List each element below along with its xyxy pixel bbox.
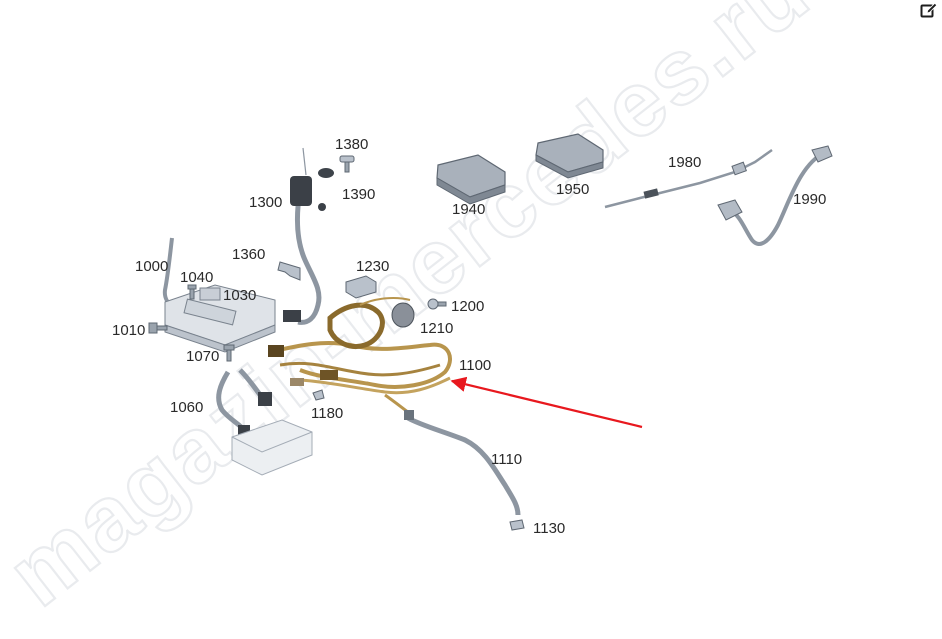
part-1300-cable[interactable]	[283, 147, 326, 325]
callout-1360[interactable]: 1360	[232, 246, 265, 263]
part-1230-relay[interactable]	[345, 275, 377, 299]
part-1180-fastener[interactable]	[312, 389, 325, 401]
callout-1010[interactable]: 1010	[112, 322, 145, 339]
part-1010-screw[interactable]	[148, 322, 168, 334]
callout-1060[interactable]: 1060	[170, 399, 203, 416]
part-1990-cable[interactable]	[717, 145, 833, 246]
callout-1100[interactable]: 1100	[459, 357, 491, 374]
callout-1380[interactable]: 1380	[335, 136, 368, 153]
part-1940-cover[interactable]	[436, 154, 506, 205]
callout-1390[interactable]: 1390	[342, 186, 375, 203]
callout-1300[interactable]: 1300	[249, 194, 282, 211]
edit-icon[interactable]	[920, 2, 938, 20]
callout-1130[interactable]: 1130	[533, 520, 565, 537]
callout-1180[interactable]: 1180	[311, 405, 343, 422]
battery-block[interactable]	[231, 419, 313, 476]
callout-1040[interactable]: 1040	[180, 269, 213, 286]
part-1070-screw[interactable]	[223, 344, 235, 362]
part-1980-cable[interactable]	[604, 148, 773, 209]
part-1100-main-harness[interactable]	[268, 296, 452, 417]
callout-1110[interactable]: 1110	[491, 451, 522, 468]
callout-1200[interactable]: 1200	[451, 298, 484, 315]
part-1210-cap[interactable]	[391, 302, 415, 328]
callout-1230[interactable]: 1230	[356, 258, 389, 275]
callout-1950[interactable]: 1950	[556, 181, 589, 198]
callout-1940[interactable]: 1940	[452, 201, 485, 218]
callout-1070[interactable]: 1070	[186, 348, 219, 365]
callout-1030[interactable]: 1030	[223, 287, 256, 304]
edit-icon-glyph	[920, 2, 938, 18]
callout-1210[interactable]: 1210	[420, 320, 453, 337]
callout-1980[interactable]: 1980	[668, 154, 701, 171]
part-1030-control-unit[interactable]	[164, 284, 276, 353]
part-1130-clip[interactable]	[509, 519, 525, 531]
part-1950-cover[interactable]	[535, 133, 604, 179]
part-1380-screw[interactable]	[339, 155, 355, 173]
callout-1000[interactable]: 1000	[135, 258, 168, 275]
part-1200-screw[interactable]	[427, 298, 447, 310]
callout-1990[interactable]: 1990	[793, 191, 826, 208]
part-1360-bracket[interactable]	[277, 261, 301, 281]
part-1040-screw[interactable]	[187, 284, 197, 300]
part-1110-cable[interactable]	[404, 410, 521, 516]
part-1390-grommet[interactable]	[318, 168, 334, 178]
highlight-arrow	[450, 376, 643, 429]
